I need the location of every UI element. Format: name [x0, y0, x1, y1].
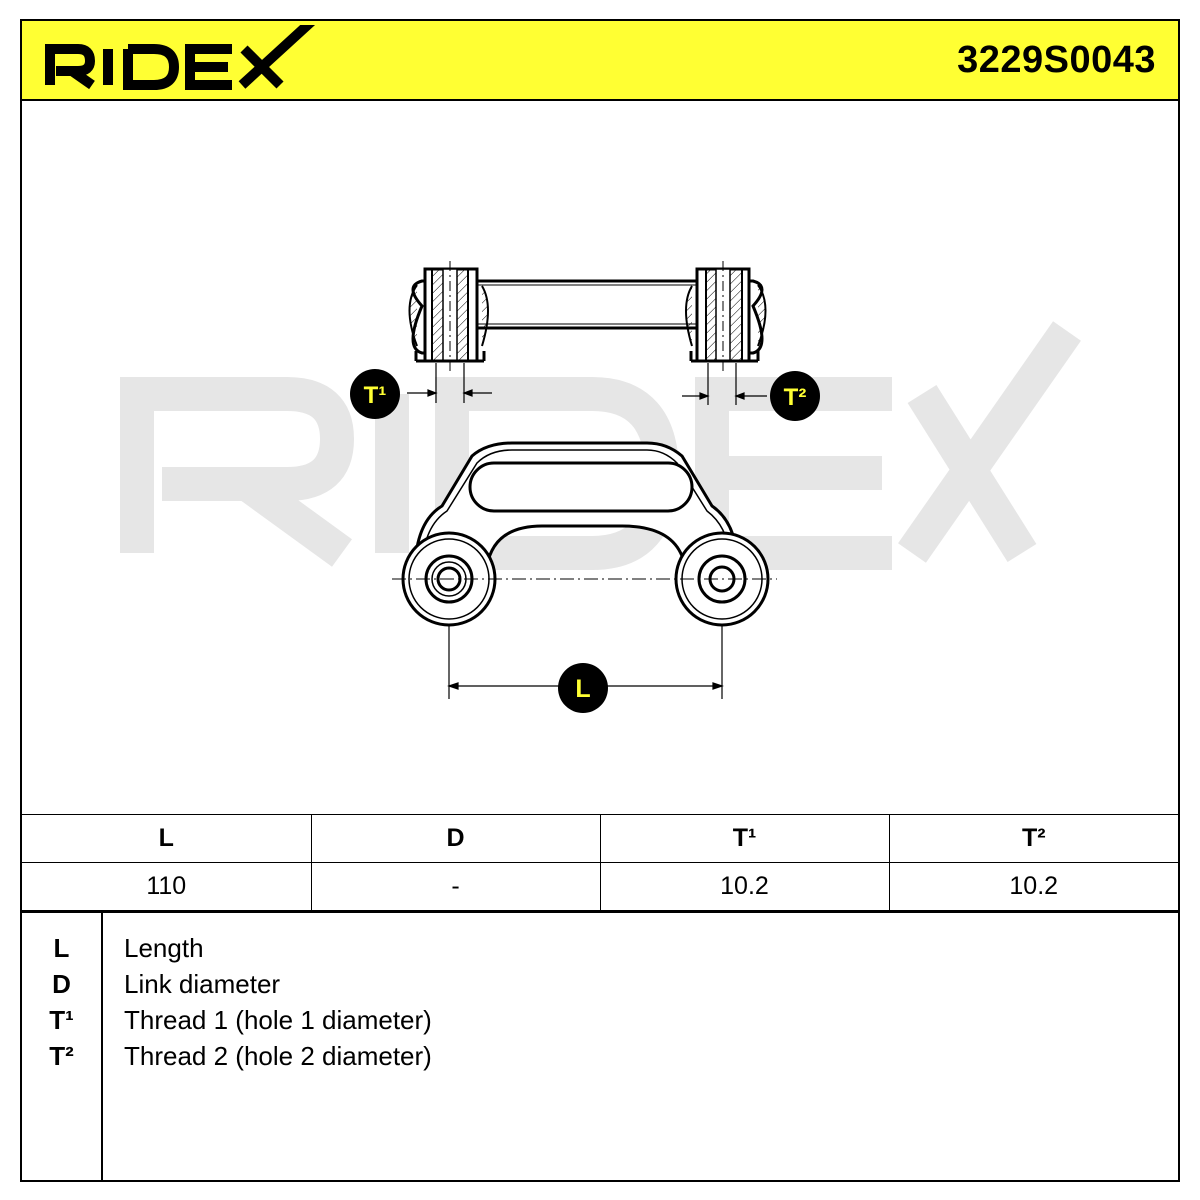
- legend-divider: [101, 913, 103, 1180]
- header-bar: 3229S0043: [22, 21, 1178, 101]
- t2-dimension: [682, 363, 767, 405]
- part-number: 3229S0043: [957, 39, 1156, 81]
- ridex-logo: [45, 25, 316, 90]
- legend-key: T¹: [49, 1005, 74, 1035]
- legend-item-t2: T² Thread 2 (hole 2 diameter): [22, 1037, 1178, 1073]
- spec-sheet-frame: 3229S0043: [20, 19, 1180, 1182]
- specs-table: L D T¹ T² 110 - 10.2 10.2: [22, 814, 1178, 911]
- l-label: L: [575, 675, 590, 703]
- header-t1: T¹: [599, 814, 890, 863]
- value-t2: 10.2: [888, 862, 1178, 911]
- legend-item-l: L Length: [22, 929, 1178, 965]
- legend-desc: Thread 2 (hole 2 diameter): [124, 1041, 432, 1071]
- header-l: L: [22, 814, 312, 863]
- legend-key: T²: [49, 1041, 74, 1071]
- legend-item-d: D Link diameter: [22, 965, 1178, 1001]
- specs-header-row: L D T¹ T²: [22, 814, 1178, 863]
- technical-drawing: T¹ T²: [120, 261, 1081, 713]
- specs-value-row: 110 - 10.2 10.2: [22, 862, 1178, 911]
- t1-badge: T¹: [350, 369, 400, 419]
- legend: L Length D Link diameter T¹ Thread 1 (ho…: [22, 911, 1178, 1180]
- legend-key: D: [52, 969, 71, 999]
- legend-desc: Thread 1 (hole 1 diameter): [124, 1005, 432, 1035]
- header-t2: T²: [888, 814, 1178, 863]
- header-d: D: [310, 814, 601, 863]
- legend-key: L: [53, 933, 70, 963]
- value-l: 110: [22, 862, 312, 911]
- side-section-view: [408, 261, 767, 371]
- legend-desc: Link diameter: [124, 969, 281, 999]
- value-d: -: [310, 862, 601, 911]
- t1-dimension: [407, 363, 492, 403]
- t2-label: T²: [784, 384, 807, 411]
- t2-badge: T²: [770, 371, 820, 421]
- legend-desc: Length: [124, 933, 204, 963]
- value-t1: 10.2: [599, 862, 890, 911]
- legend-item-t1: T¹ Thread 1 (hole 1 diameter): [22, 1001, 1178, 1037]
- watermark-logo: [120, 321, 1081, 570]
- t1-label: T¹: [364, 382, 387, 409]
- l-badge: L: [558, 663, 608, 713]
- front-link-view: [392, 441, 777, 627]
